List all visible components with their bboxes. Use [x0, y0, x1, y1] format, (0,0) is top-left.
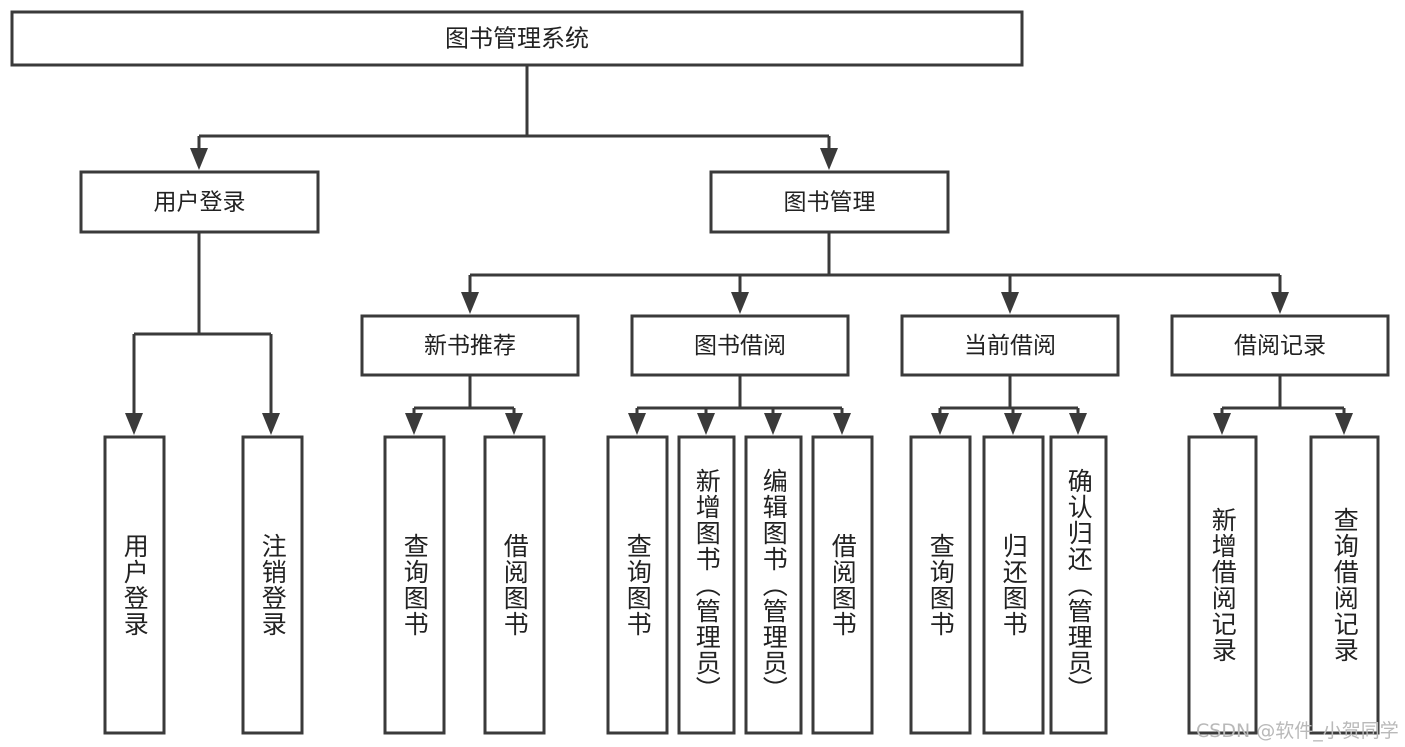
node-leaf-query-book-3-box[interactable] [909, 435, 972, 735]
node-leaf-query-record-box[interactable] [1309, 435, 1380, 735]
node-user-login-label: 用户登录 [154, 190, 246, 216]
arrow-head-icon [190, 148, 208, 170]
node-leaf-return-book-box[interactable] [982, 435, 1045, 735]
node-leaf-logout-box[interactable] [241, 435, 304, 735]
node-new-book-rec-label: 新书推荐 [424, 333, 516, 359]
arrow-head-icon [1335, 413, 1353, 435]
node-new-book-rec-box[interactable] [360, 314, 580, 377]
csdn-watermark: CSDN @软件_小贺同学 [1196, 720, 1399, 742]
node-leaf-query-book-1-box[interactable] [383, 435, 446, 735]
node-leaf-user-login-box[interactable] [103, 435, 166, 735]
arrow-head-icon [1001, 292, 1019, 314]
connectors-layer [125, 65, 1353, 435]
node-root-box[interactable] [10, 10, 1024, 67]
node-leaf-add-book-box[interactable] [677, 435, 736, 735]
node-book-manage-box[interactable] [709, 170, 950, 234]
arrow-head-icon [1069, 413, 1087, 435]
arrow-head-icon [125, 413, 143, 435]
arrow-head-icon [931, 413, 949, 435]
arrow-head-icon [697, 413, 715, 435]
arrow-head-icon [505, 413, 523, 435]
arrow-head-icon [731, 292, 749, 314]
node-current-borrow-label: 当前借阅 [964, 333, 1056, 359]
node-borrow-record-box[interactable] [1170, 314, 1390, 377]
node-leaf-borrow-book-2-box[interactable] [811, 435, 874, 735]
arrow-head-icon [1271, 292, 1289, 314]
node-book-manage-label: 图书管理 [784, 190, 876, 216]
node-borrow-record-label: 借阅记录 [1234, 333, 1326, 359]
node-current-borrow-box[interactable] [900, 314, 1120, 377]
node-user-login-box[interactable] [79, 170, 320, 234]
arrow-head-icon [262, 413, 280, 435]
node-leaf-confirm-return-box[interactable] [1049, 435, 1108, 735]
arrow-head-icon [1004, 413, 1022, 435]
node-book-borrow-box[interactable] [630, 314, 850, 377]
boxes-layer [10, 10, 1390, 735]
arrow-head-icon [764, 413, 782, 435]
node-root-label: 图书管理系统 [445, 25, 589, 53]
node-leaf-edit-book-box[interactable] [744, 435, 803, 735]
arrow-head-icon [461, 292, 479, 314]
node-leaf-add-record-box[interactable] [1187, 435, 1258, 735]
node-leaf-borrow-book-1-box[interactable] [483, 435, 546, 735]
arrow-head-icon [833, 413, 851, 435]
arrow-head-icon [405, 413, 423, 435]
node-book-borrow-label: 图书借阅 [694, 333, 786, 359]
arrow-head-icon [820, 148, 838, 170]
arrow-head-icon [628, 413, 646, 435]
arrow-head-icon [1213, 413, 1231, 435]
node-leaf-query-book-2-box[interactable] [606, 435, 669, 735]
